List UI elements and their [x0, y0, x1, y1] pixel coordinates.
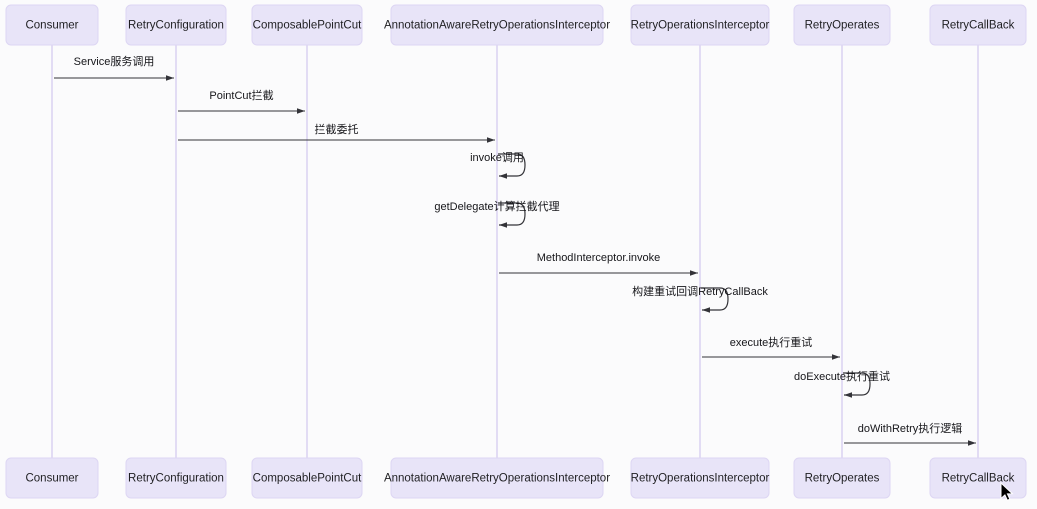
header-actors-layer: Consumer RetryConfiguration ComposablePoin…: [5, 4, 1027, 46]
message-m6[interactable]: MethodInterceptor.invoke: [499, 252, 698, 276]
actor-footer-box: [390, 457, 604, 499]
actor-footer-retry-configuration[interactable]: RetryConfiguration: [125, 457, 227, 499]
actor-header-label: RetryConfiguration: [128, 20, 224, 32]
lifelines-layer: [51, 45, 979, 458]
actor-header-retry-operations-interceptor[interactable]: RetryOperationsInterceptor: [630, 4, 770, 46]
actor-header-composable-point-cut[interactable]: ComposablePointCut: [251, 4, 363, 46]
actor-header-label: AnnotationAwareRetryOperationsIntercepto…: [384, 20, 610, 32]
actor-header-consumer[interactable]: Consumer: [5, 4, 99, 46]
message-m10[interactable]: doWithRetry执行逻辑: [844, 421, 976, 446]
mouse-pointer: [1000, 481, 1014, 501]
message-m9[interactable]: doExecute执行重试: [794, 369, 890, 398]
footer-actors-layer: Consumer RetryConfiguration ComposablePoin…: [5, 457, 1027, 499]
actor-header-box: [630, 4, 770, 46]
actor-header-label: ComposablePointCut: [253, 20, 362, 32]
actor-header-box: [793, 4, 891, 46]
actor-footer-composable-point-cut[interactable]: ComposablePointCut: [251, 457, 363, 499]
actor-footer-label: AnnotationAwareRetryOperationsIntercepto…: [384, 473, 610, 485]
actor-footer-box: [630, 457, 770, 499]
actor-header-retry-configuration[interactable]: RetryConfiguration: [125, 4, 227, 46]
message-label: 构建重试回调RetryCallBack: [632, 284, 768, 298]
actor-footer-retry-call-back[interactable]: RetryCallBack: [929, 457, 1027, 499]
self-message-arc: [843, 372, 871, 398]
actor-header-retry-call-back[interactable]: RetryCallBack: [929, 4, 1027, 46]
message-m2[interactable]: PointCut拦截: [178, 88, 305, 114]
actor-footer-label: RetryCallBack: [942, 473, 1015, 485]
message-label: invoke调用: [470, 151, 524, 164]
message-label: 拦截委托: [315, 122, 359, 136]
actor-footer-retry-operations-interceptor[interactable]: RetryOperationsInterceptor: [630, 457, 770, 499]
message-label: MethodInterceptor.invoke: [537, 252, 661, 264]
actor-header-box: [251, 4, 363, 46]
message-m5[interactable]: getDelegate计算拦截代理: [434, 199, 560, 228]
actor-footer-box: [793, 457, 891, 499]
message-label: getDelegate计算拦截代理: [434, 199, 559, 213]
message-label: execute执行重试: [730, 335, 813, 349]
message-m1[interactable]: Service服务调用: [54, 55, 174, 81]
message-m3[interactable]: 拦截委托: [178, 122, 495, 143]
message-m7[interactable]: 构建重试回调RetryCallBack: [632, 284, 768, 313]
actor-header-box: [125, 4, 227, 46]
actor-header-box: [390, 4, 604, 46]
actor-header-label: RetryOperationsInterceptor: [631, 20, 770, 32]
actor-footer-consumer[interactable]: Consumer: [5, 457, 99, 499]
message-label: doWithRetry执行逻辑: [858, 421, 963, 435]
actor-header-label: RetryOperates: [805, 20, 880, 32]
actor-footer-label: ComposablePointCut: [253, 473, 362, 485]
actor-footer-annotation-aware-retry-operations-interceptor[interactable]: AnnotationAwareRetryOperationsIntercepto…: [384, 457, 610, 499]
message-label: PointCut拦截: [209, 88, 273, 102]
actor-header-label: RetryCallBack: [942, 20, 1015, 32]
self-message-arc: [498, 202, 526, 228]
message-m4[interactable]: invoke调用: [470, 151, 526, 179]
actor-footer-retry-operates[interactable]: RetryOperates: [793, 457, 891, 499]
actor-header-label: Consumer: [25, 20, 78, 32]
message-label: Service服务调用: [74, 55, 155, 68]
message-m8[interactable]: execute执行重试: [702, 335, 840, 360]
actor-footer-label: Consumer: [25, 473, 78, 485]
actor-header-retry-operates[interactable]: RetryOperates: [793, 4, 891, 46]
actor-footer-box: [5, 457, 99, 499]
actor-footer-label: RetryOperates: [805, 473, 880, 485]
self-message-arc: [498, 153, 526, 179]
actor-footer-label: RetryConfiguration: [128, 473, 224, 485]
self-message-arc: [701, 287, 729, 313]
actor-header-annotation-aware-retry-operations-interceptor[interactable]: AnnotationAwareRetryOperationsIntercepto…: [384, 4, 610, 46]
actor-footer-box: [125, 457, 227, 499]
actor-footer-label: RetryOperationsInterceptor: [631, 473, 770, 485]
message-label: doExecute执行重试: [794, 369, 890, 383]
actor-header-box: [5, 4, 99, 46]
actor-footer-box: [251, 457, 363, 499]
actor-header-box: [929, 4, 1027, 46]
